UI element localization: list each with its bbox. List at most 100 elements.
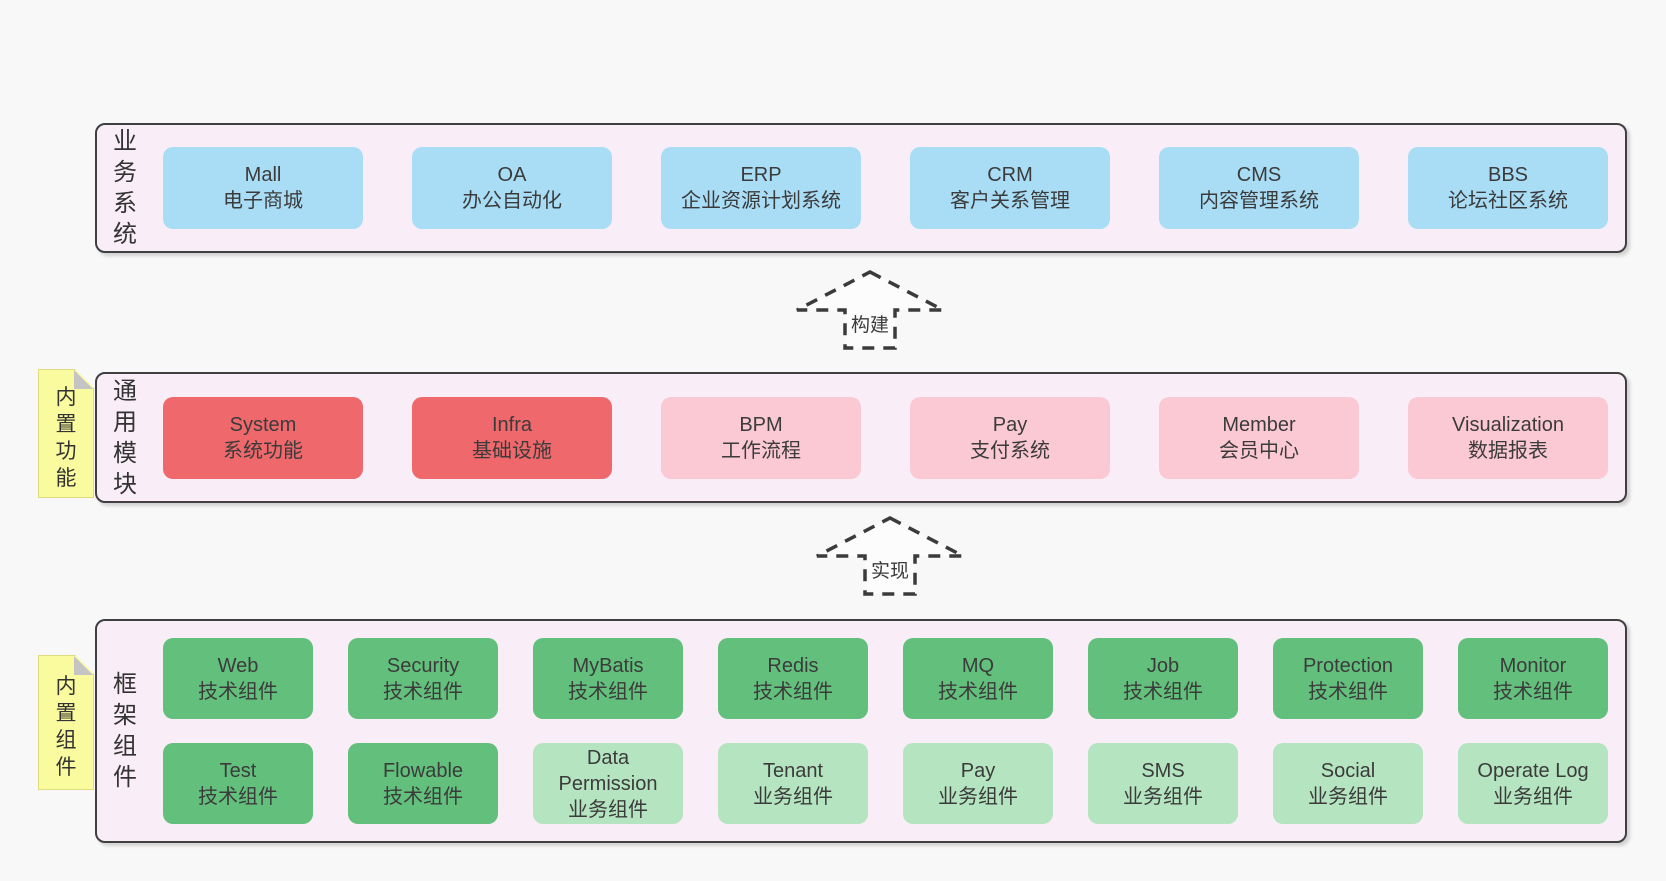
- box-pay: Pay 支付系统: [910, 396, 1110, 479]
- box-mall: Mall 电子商城: [163, 147, 363, 229]
- box-title: CMS: [1236, 164, 1282, 186]
- box-bpm: BPM 工作流程: [661, 396, 861, 479]
- box-title: System: [229, 413, 297, 436]
- box-visualization: Visualization 数据报表: [1408, 396, 1608, 479]
- box-title: Data Permission: [558, 746, 658, 795]
- box-subtitle: 技术组件: [1123, 680, 1203, 703]
- box-operate-log: Operate Log 业务组件: [1458, 743, 1608, 824]
- box-monitor: Monitor 技术组件: [1458, 638, 1608, 719]
- box-row: Mall 电子商城 OA 办公自动化 ERP 企业资源计划系统 CRM 客户关系管理 CMS 内容…: [163, 147, 1608, 229]
- box-subtitle: 工作流程: [721, 439, 801, 462]
- box-title: Web: [217, 654, 259, 677]
- sticky-note-builtin-components: 内置组件: [38, 655, 94, 790]
- box-subtitle: 业务组件: [753, 785, 833, 808]
- box-title: Job: [1146, 654, 1180, 677]
- arrow-label: 构建: [847, 310, 893, 337]
- box-infra: Infra 基础设施: [412, 396, 612, 479]
- box-subtitle: 内容管理系统: [1199, 190, 1319, 212]
- band-common-modules: 通用模块 System 系统功能 Infra 基础设施 BPM 工作流程 Pay 支付系统 Me…: [95, 372, 1627, 503]
- box-subtitle: 业务组件: [1308, 785, 1388, 808]
- box-title: BBS: [1487, 164, 1529, 186]
- box-subtitle: 系统功能: [223, 439, 303, 462]
- box-redis: Redis 技术组件: [718, 638, 868, 719]
- box-title: Visualization: [1452, 413, 1564, 436]
- box-title: MyBatis: [572, 654, 644, 677]
- sticky-note-text: 内置组件: [55, 674, 77, 779]
- box-subtitle: 技术组件: [198, 680, 278, 703]
- folded-corner-icon: [74, 370, 93, 389]
- box-title: Member: [1222, 413, 1296, 436]
- band-business-systems: 业务系统 Mall 电子商城 OA 办公自动化 ERP 企业资源计划系统 CRM 客户关系管理…: [95, 123, 1627, 253]
- box-subtitle: 业务组件: [1493, 785, 1573, 808]
- box-subtitle: 企业资源计划系统: [681, 190, 841, 212]
- box-subtitle: 办公自动化: [462, 190, 562, 212]
- sticky-note-text: 内置功能: [55, 385, 77, 490]
- box-subtitle: 论坛社区系统: [1448, 190, 1568, 212]
- box-title: Pay: [992, 413, 1028, 436]
- box-subtitle: 技术组件: [1493, 680, 1573, 703]
- box-title: Pay: [960, 759, 996, 782]
- box-title: SMS: [1141, 759, 1185, 782]
- box-subtitle: 技术组件: [753, 680, 833, 703]
- box-erp: ERP 企业资源计划系统: [661, 147, 861, 229]
- box-subtitle: 基础设施: [472, 439, 552, 462]
- box-title: MQ: [961, 654, 995, 677]
- implement-arrow: 实现: [815, 516, 965, 596]
- box-title: ERP: [740, 164, 782, 186]
- box-subtitle: 业务组件: [568, 798, 648, 821]
- box-title: Security: [386, 654, 460, 677]
- box-subtitle: 会员中心: [1219, 439, 1299, 462]
- box-subtitle: 业务组件: [1123, 785, 1203, 808]
- box-title: Mall: [244, 164, 282, 186]
- box-subtitle: 技术组件: [568, 680, 648, 703]
- box-title: CRM: [987, 164, 1033, 186]
- box-title: Test: [219, 759, 257, 782]
- band-label: 框架组件: [113, 671, 137, 791]
- box-subtitle: 业务组件: [938, 785, 1018, 808]
- box-subtitle: 技术组件: [198, 785, 278, 808]
- box-mybatis: MyBatis 技术组件: [533, 638, 683, 719]
- box-title: Tenant: [762, 759, 824, 782]
- box-subtitle: 电子商城: [223, 190, 303, 212]
- box-web: Web 技术组件: [163, 638, 313, 719]
- box-title: Infra: [491, 413, 533, 436]
- box-subtitle: 客户关系管理: [950, 190, 1070, 212]
- box-subtitle: 支付系统: [970, 439, 1050, 462]
- box-title: Flowable: [382, 759, 464, 782]
- box-system: System 系统功能: [163, 396, 363, 479]
- box-tenant: Tenant 业务组件: [718, 743, 868, 824]
- box-title: OA: [497, 164, 527, 186]
- box-pay: Pay 业务组件: [903, 743, 1053, 824]
- band-label: 业务系统: [113, 128, 137, 248]
- box-title: BPM: [739, 413, 783, 436]
- band-rows: System 系统功能 Infra 基础设施 BPM 工作流程 Pay 支付系统 Member 会…: [141, 374, 1625, 501]
- box-title: Social: [1320, 759, 1376, 782]
- box-title: Protection: [1302, 654, 1394, 677]
- band-label: 通用模块: [113, 377, 137, 498]
- box-sms: SMS 业务组件: [1088, 743, 1238, 824]
- box-subtitle: 技术组件: [938, 680, 1018, 703]
- box-title: Operate Log: [1477, 759, 1589, 782]
- build-arrow: 构建: [795, 270, 945, 350]
- box-title: Redis: [767, 654, 819, 677]
- box-row: System 系统功能 Infra 基础设施 BPM 工作流程 Pay 支付系统 Member 会…: [163, 396, 1608, 479]
- folded-corner-icon: [74, 656, 93, 675]
- box-bbs: BBS 论坛社区系统: [1408, 147, 1608, 229]
- box-subtitle: 数据报表: [1468, 439, 1548, 462]
- box-oa: OA 办公自动化: [412, 147, 612, 229]
- box-mq: MQ 技术组件: [903, 638, 1053, 719]
- box-title: Monitor: [1499, 654, 1567, 677]
- box-crm: CRM 客户关系管理: [910, 147, 1110, 229]
- box-test: Test 技术组件: [163, 743, 313, 824]
- box-member: Member 会员中心: [1159, 396, 1359, 479]
- box-social: Social 业务组件: [1273, 743, 1423, 824]
- box-cms: CMS 内容管理系统: [1159, 147, 1359, 229]
